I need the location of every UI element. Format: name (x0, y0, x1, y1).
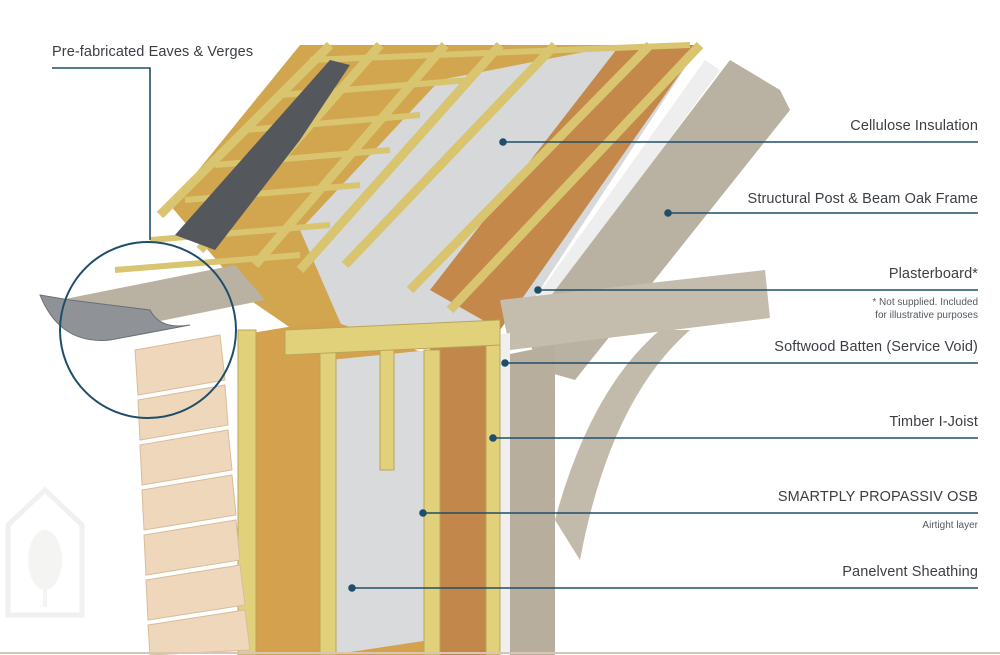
roof-plasterboard (520, 60, 720, 330)
note-plasterboard-2: for illustrative purposes (875, 310, 978, 321)
note-airtight-layer: Airtight layer (922, 520, 978, 531)
oak-post (505, 345, 555, 655)
label-cellulose-insulation: Cellulose Insulation (850, 118, 978, 134)
wall-studs (237, 319, 501, 655)
roof-slates (175, 60, 350, 250)
oak-brace (555, 330, 690, 560)
cladding-boards (134, 334, 251, 655)
label-softwood-batten: Softwood Batten (Service Void) (774, 339, 978, 355)
label-panelvent-sheathing: Panelvent Sheathing (842, 564, 978, 580)
note-plasterboard-1: * Not supplied. Included (872, 297, 978, 308)
eaves-highlight-circle (59, 241, 237, 419)
leader-lines (52, 67, 978, 592)
oak-leaf-logo-icon (5, 486, 85, 618)
label-plasterboard: Plasterboard* (888, 266, 978, 282)
wall-cellulose (330, 350, 430, 655)
label-eaves-verges: Pre-fabricated Eaves & Verges (52, 44, 254, 60)
wall-osb (430, 335, 495, 655)
eaves-gutter (39, 265, 265, 341)
label-timber-ijoist: Timber I-Joist (889, 414, 978, 430)
label-smartply-osb: SMARTPLY PROPASSIV OSB (777, 489, 978, 505)
label-oak-frame: Structural Post & Beam Oak Frame (747, 191, 978, 207)
